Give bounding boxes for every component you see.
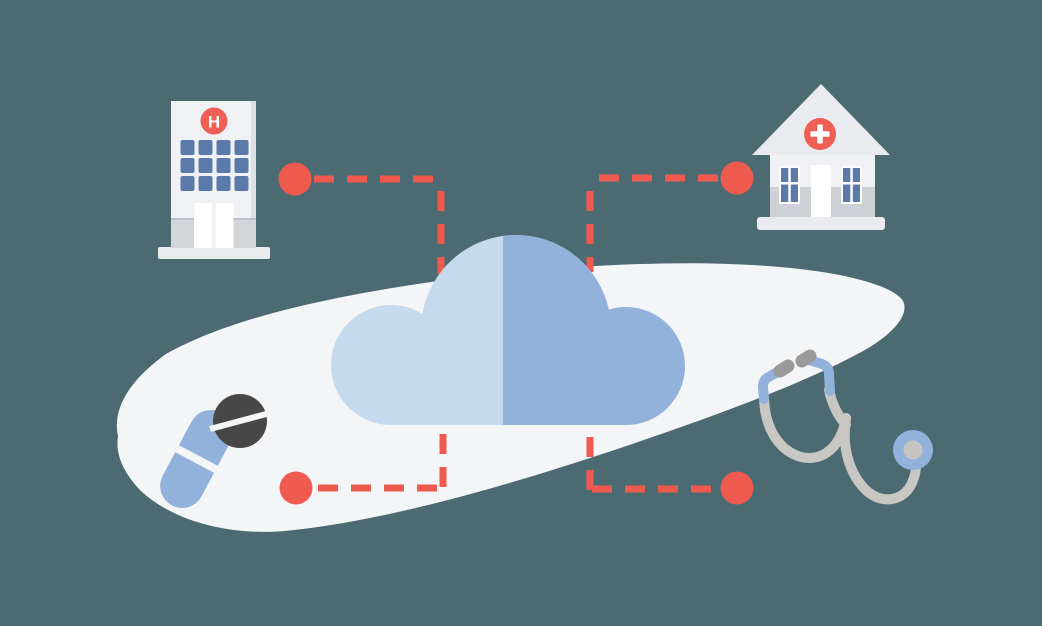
hospital-body-edge-shade <box>251 101 256 248</box>
connector-dot-top-left <box>278 162 312 196</box>
hospital-base-right-border <box>233 218 256 220</box>
stethoscope-eartip-left <box>773 359 795 378</box>
tablet-pill-icon <box>209 394 271 448</box>
cloud-icon <box>331 235 685 425</box>
hospital-base-left <box>171 219 194 248</box>
cloud-right-half <box>503 235 685 425</box>
hospital-door-left <box>194 203 212 248</box>
hospital-windows <box>180 140 249 191</box>
hospital-door-right <box>216 203 234 248</box>
hospital-base-left-border <box>171 218 194 220</box>
stethoscope-binaural-left <box>758 362 791 404</box>
connector-dot-bottom-right <box>720 471 754 505</box>
stethoscope-chestpiece-center <box>903 440 923 460</box>
capsule-pill-icon <box>160 410 233 508</box>
stethoscope-icon <box>758 349 933 505</box>
connector-top-right <box>586 174 718 272</box>
clinic-plinth <box>757 217 885 230</box>
hospital-plinth <box>158 247 270 259</box>
hospital-base-right <box>233 219 256 248</box>
stethoscope-tube-u <box>759 393 851 463</box>
connector-bottom-right <box>586 424 716 493</box>
hospital-building-icon: H <box>158 101 270 259</box>
connector-dot-top-right <box>720 161 754 195</box>
stethoscope-eartip-right <box>795 349 817 368</box>
clinic-window-left <box>779 166 800 204</box>
clinic-door <box>811 165 831 217</box>
hospital-badge <box>200 107 228 135</box>
connector-top-left <box>314 175 445 274</box>
connector-dots <box>278 161 754 505</box>
clinic-window-right <box>841 166 862 204</box>
connector-dot-bottom-left <box>279 471 313 505</box>
hospital-badge-letter: H <box>208 113 220 132</box>
clinic-cross-icon <box>810 124 830 144</box>
stethoscope-binaural-right <box>801 354 835 396</box>
connector-bottom-left <box>318 421 447 492</box>
clinic-house-icon <box>752 84 890 230</box>
